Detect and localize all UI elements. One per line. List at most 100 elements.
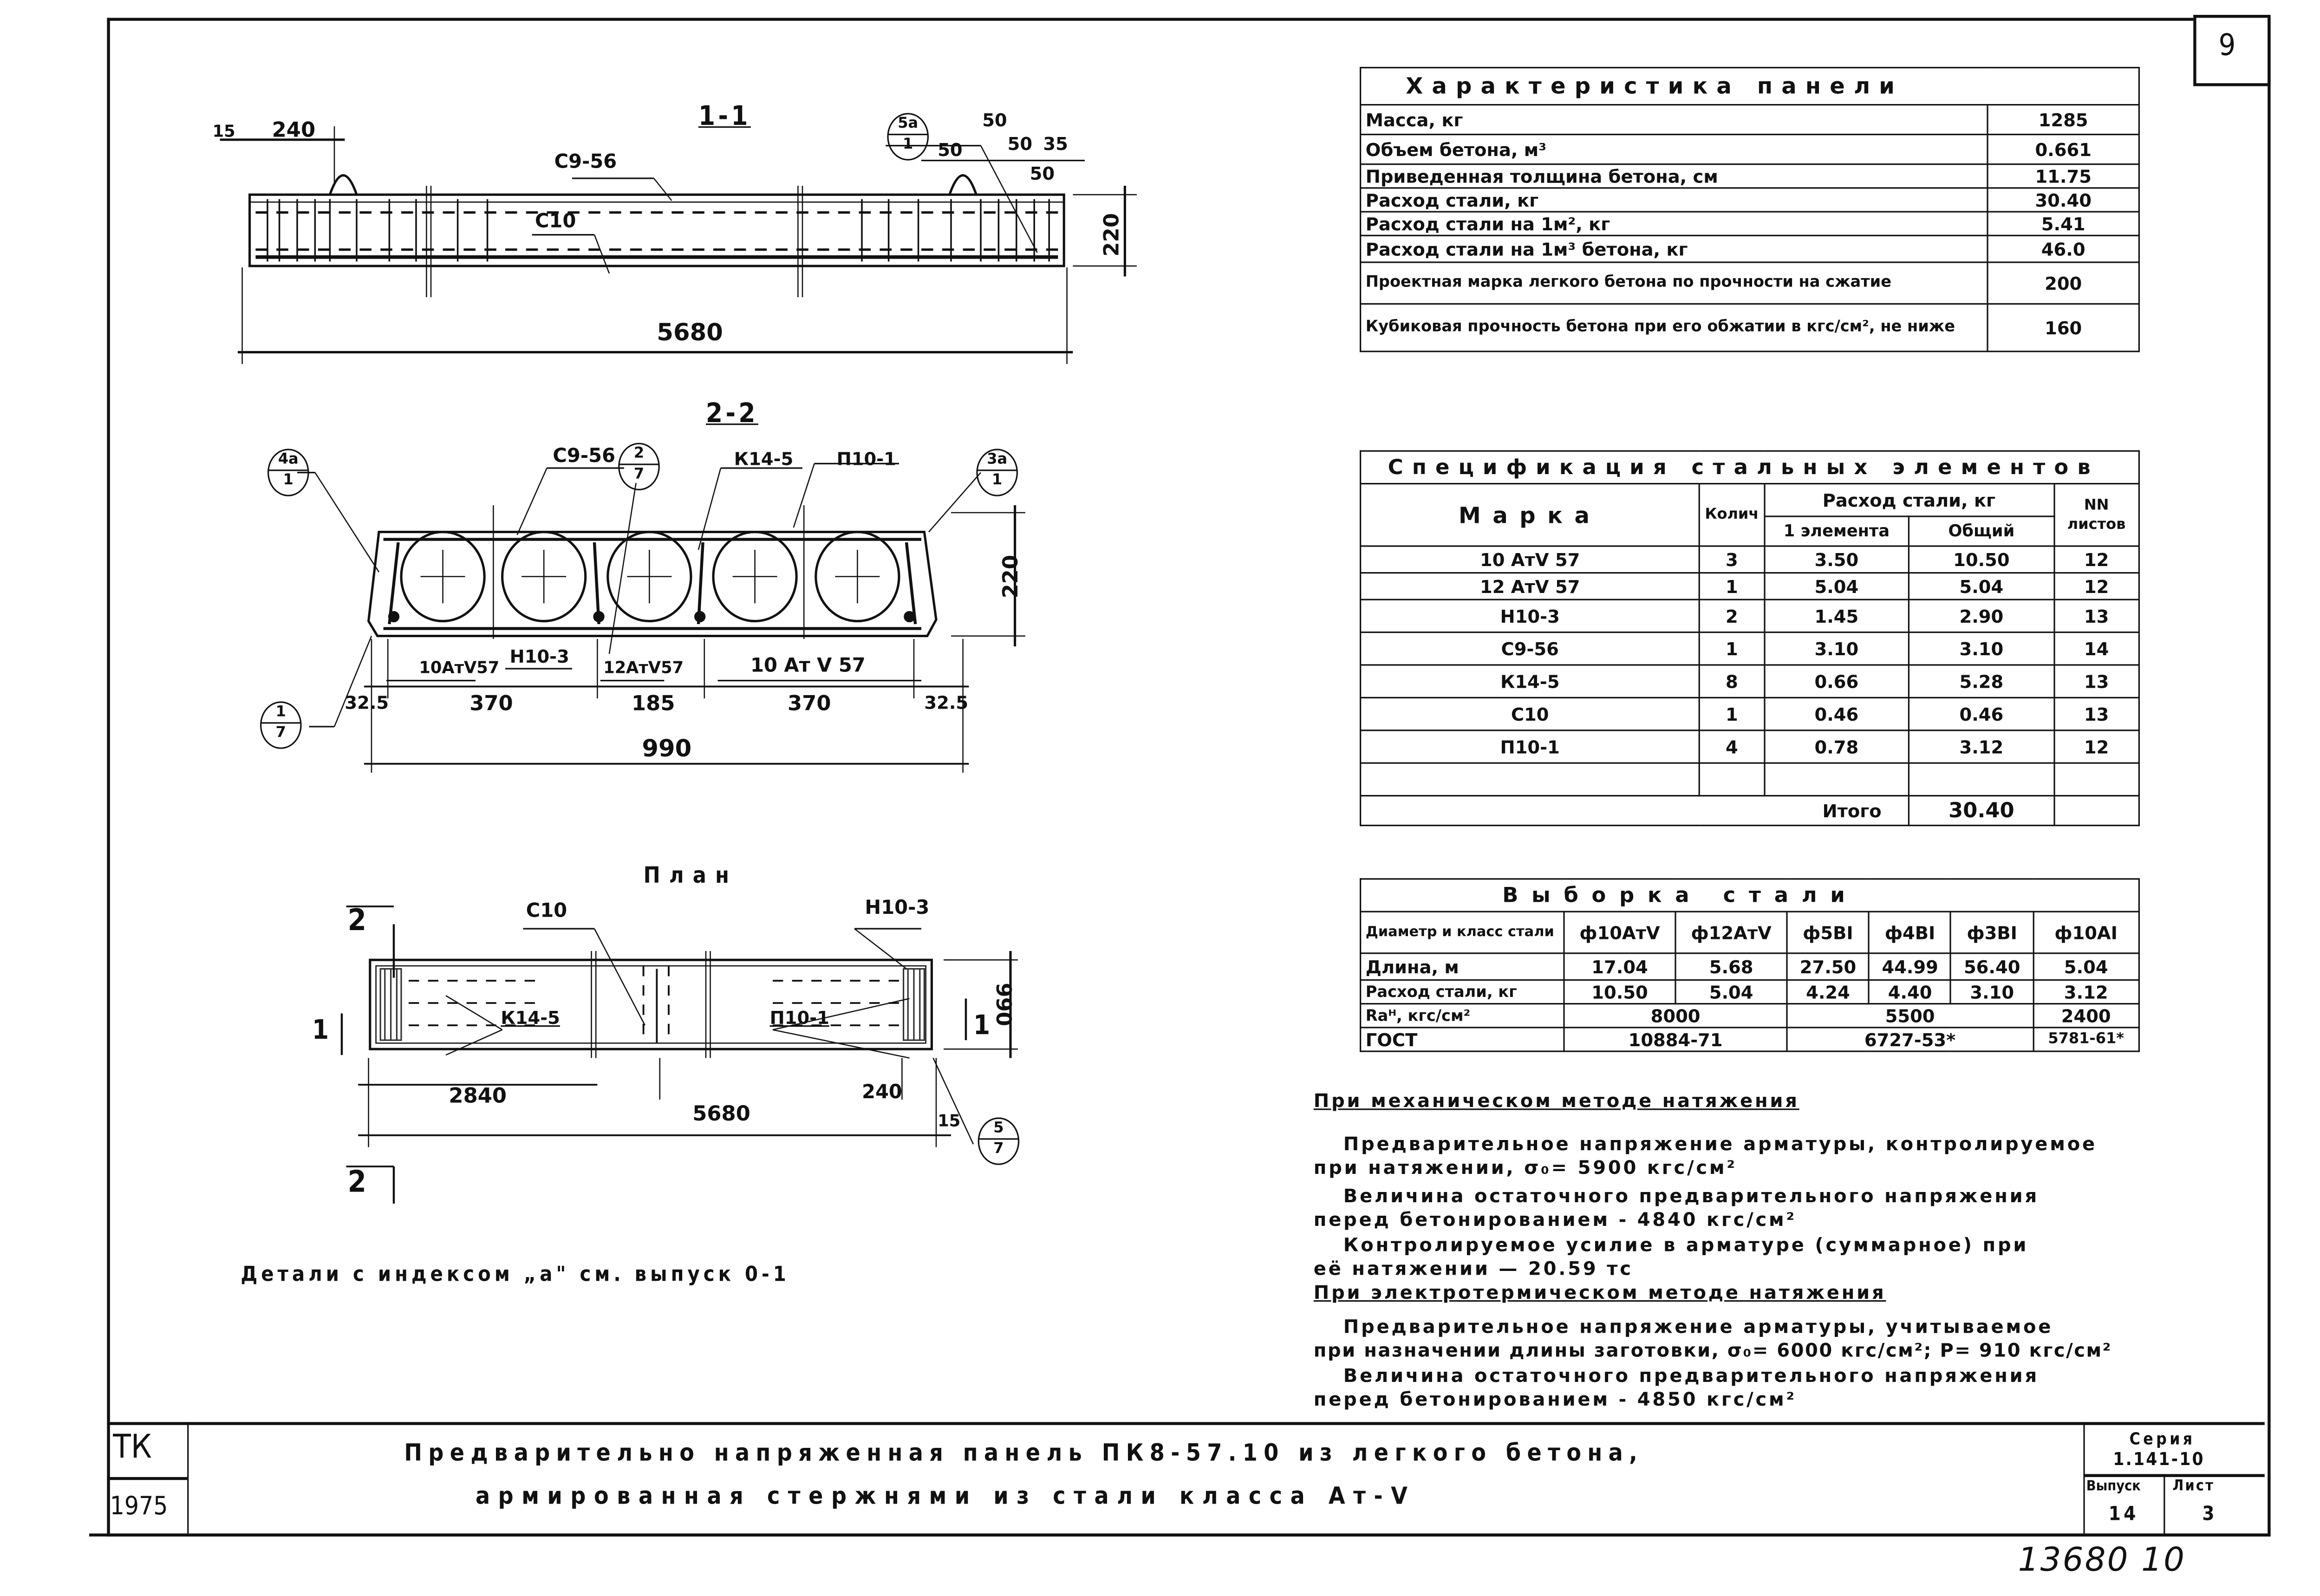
- row-header-ra: Rаᴴ, кгс/см²: [1360, 1003, 1565, 1029]
- label-c10: С10: [535, 211, 576, 234]
- sheet-label: Лист: [2172, 1479, 2215, 1495]
- steel-selection-table: Выборка стали Диаметр и класс стали ф10А…: [1360, 878, 2140, 1052]
- cell-qty: 1: [1699, 572, 1765, 600]
- total-value: 30.40: [1908, 795, 2055, 827]
- row-value: 1285: [1987, 104, 2140, 136]
- cell-sheet: 12: [2053, 730, 2140, 764]
- cell-qty: 1: [1699, 631, 1765, 666]
- plan-title: План: [643, 862, 738, 889]
- cell-consumption: 4.24: [1786, 979, 1870, 1005]
- row-label: Расход стали на 1м², кг: [1360, 211, 1988, 236]
- cell-mark: К14-5: [1359, 664, 1701, 699]
- title-block-top-line: [107, 1422, 2265, 1425]
- row-header-length: Длина, м: [1360, 952, 1565, 981]
- row-header-gost: ГОСТ: [1360, 1027, 1565, 1052]
- col-qty: Колич: [1699, 482, 1765, 547]
- title-block-org-divider: [107, 1477, 188, 1480]
- row-value: 200: [1987, 261, 2140, 305]
- table-row-empty: [1359, 762, 2140, 797]
- drawing-title-line2: армированная стержнями из стали класса А…: [476, 1481, 1416, 1510]
- cell-consumption: 3.10: [1950, 979, 2034, 1005]
- col-header: ф4ВI: [1868, 911, 1952, 954]
- frame-top-line: [107, 18, 2194, 21]
- dim-2-2-span2: 185: [632, 692, 675, 717]
- year-label: 1975: [110, 1492, 168, 1522]
- electrothermal-line: при назначении длины заготовки, σ₀= 6000…: [1313, 1339, 2112, 1361]
- row-value: 11.75: [1987, 163, 2140, 189]
- dim-2-2-width: 990: [642, 734, 692, 762]
- label-c9-56: С9-56: [553, 446, 616, 468]
- plan-section-mark-left: 1: [312, 1015, 332, 1046]
- mechanical-heading: При механическом методе натяжения: [1313, 1089, 1799, 1112]
- cell-consumption: 3.12: [2032, 979, 2140, 1005]
- cell-length: 5.68: [1675, 952, 1788, 981]
- row-label: Масса, кг: [1360, 104, 1988, 136]
- cell-length: 17.04: [1563, 952, 1676, 981]
- dim-2-2-edge-right: 32.5: [924, 692, 969, 713]
- series-divider: [2083, 1474, 2265, 1477]
- col-per-element: 1 элемента: [1763, 515, 1910, 547]
- cell-sheet: 12: [2053, 545, 2140, 574]
- col-header: ф12АтV: [1675, 911, 1788, 954]
- series-box: [2083, 1422, 2266, 1534]
- row-value: 46.0: [1987, 235, 2140, 263]
- dim-1-1-length: 5680: [657, 318, 723, 346]
- dim-1-1-loop: 240: [272, 119, 316, 143]
- dim-1-1-r3: 50: [1007, 134, 1033, 155]
- cell-per: 0.66: [1763, 664, 1910, 699]
- cell-qty: 8: [1699, 664, 1765, 699]
- cell-length: 44.99: [1868, 952, 1952, 981]
- col-mark: Марка: [1359, 482, 1701, 547]
- plan-label-p10-1: П10-1: [769, 1007, 829, 1029]
- label-bar-left: 10АтV57: [419, 658, 500, 678]
- row-header-diameter: Диаметр и класс стали: [1360, 911, 1565, 954]
- cell-ra: 2400: [2032, 1003, 2140, 1029]
- dim-1-1-height: 220: [1100, 213, 1125, 257]
- label-k14-5: К14-5: [734, 449, 794, 470]
- cell-length: 56.40: [1950, 952, 2034, 981]
- row-value: 160: [1987, 303, 2140, 352]
- cell-mark: 12 АтV 57: [1359, 572, 1701, 600]
- row-label: Расход стали на 1м³ бетона, кг: [1360, 235, 1988, 263]
- cell-per: 5.04: [1763, 572, 1910, 600]
- cell-per: 3.50: [1763, 545, 1910, 574]
- dim-1-1-r1: 50: [982, 110, 1007, 131]
- cell-per: 1.45: [1763, 599, 1910, 633]
- col-header: ф5ВI: [1786, 911, 1870, 954]
- label-n10-3: Н10-3: [509, 646, 569, 667]
- mechanical-line: Контролируемое усилие в арматуре (суммар…: [1343, 1233, 2029, 1256]
- total-label: Итого: [1359, 795, 1910, 827]
- details-note: Детали с индексом „а" см. выпуск 0-1: [241, 1263, 790, 1287]
- row-value: 0.661: [1987, 134, 2140, 165]
- col-total: Общий: [1908, 515, 2055, 547]
- sheet-number-box: [2193, 15, 2271, 86]
- issue-sheet-divider: [2164, 1474, 2165, 1534]
- mechanical-line: Предварительное напряжение арматуры, кон…: [1343, 1132, 2097, 1155]
- row-label: Объем бетона, м³: [1360, 134, 1988, 165]
- col-sheets: NN листов: [2053, 482, 2140, 547]
- row-label: Кубиковая прочность бетона при его обжат…: [1360, 303, 1988, 352]
- cell-gost: 5781-61*: [2032, 1027, 2140, 1052]
- plan-drawing: [340, 905, 1018, 1204]
- cell-total: 3.10: [1908, 631, 2055, 666]
- cell-mark: Н10-3: [1359, 599, 1701, 633]
- section-2-2-title: 2-2: [706, 398, 758, 430]
- dim-2-2-edge-left: 32.5: [345, 692, 389, 713]
- cell-per: 0.78: [1763, 730, 1910, 764]
- cell-gost: 6727-53*: [1786, 1027, 2034, 1052]
- cell-sheet: 14: [2053, 631, 2140, 666]
- col-header: ф10АтV: [1563, 911, 1676, 954]
- dim-1-1-r4: 35: [1043, 134, 1068, 155]
- cell-mark: 10 АтV 57: [1359, 545, 1701, 574]
- section-1-1-drawing: [220, 126, 1137, 365]
- label-bar-right: 10 Ат V 57: [750, 655, 866, 678]
- mechanical-line: перед бетонированием - 4840 кгс/см²: [1313, 1208, 1797, 1231]
- plan-section-mark-bottom: 2: [347, 1163, 370, 1199]
